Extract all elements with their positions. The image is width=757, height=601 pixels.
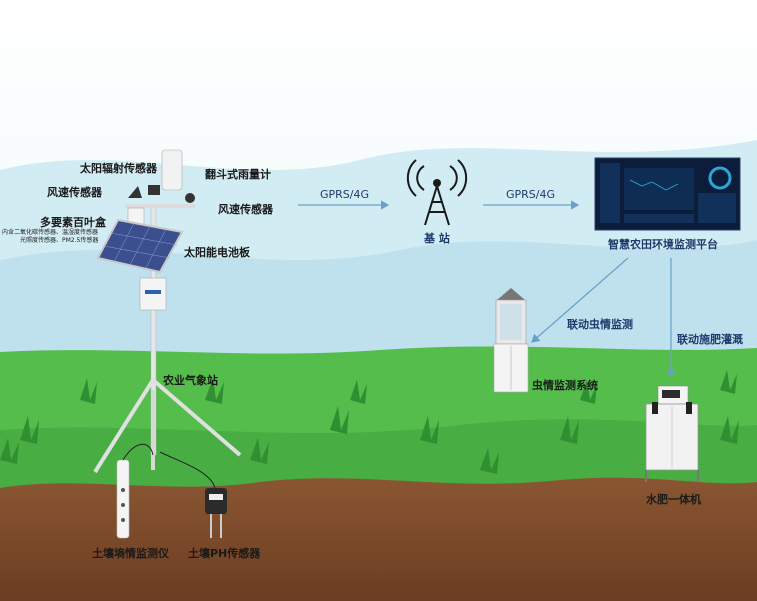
link-label-1: GPRS/4G xyxy=(320,188,370,201)
pest-monitor-graphic xyxy=(493,288,529,393)
fertigation-link-label: 联动施肥灌溉 xyxy=(677,333,743,346)
weather-station-graphic xyxy=(93,149,242,474)
rain-gauge-label: 翻斗式雨量计 xyxy=(205,168,271,181)
base-station-label: 基 站 xyxy=(424,232,450,245)
fertigation-machine-graphic xyxy=(645,385,699,482)
louver-box-note-1: 内含二氧化碳传感器、温湿度传感器 xyxy=(2,229,99,236)
wind-direction-sensor-label: 风速传感器 xyxy=(47,186,102,199)
link-label-2: GPRS/4G xyxy=(506,188,556,201)
wind-speed-sensor-label: 风速传感器 xyxy=(218,203,273,216)
soil-moisture-meter-label: 土壤墒情监测仪 xyxy=(92,547,169,560)
fertigation-machine-label: 水肥一体机 xyxy=(646,493,701,506)
soil-moisture-probe-graphic xyxy=(116,443,154,539)
louver-box-label: 多要素百叶盒 xyxy=(40,216,106,229)
near-hills xyxy=(0,240,757,360)
louver-box-note-2: 光照度传感器、PM2.5传感器 xyxy=(20,237,99,244)
soil-ph-sensor-label: 土壤PH传感器 xyxy=(188,547,261,560)
station-name-label: 农业气象站 xyxy=(163,374,218,387)
pest-link-label: 联动虫情监测 xyxy=(567,318,633,331)
solar-radiation-sensor-label: 太阳辐射传感器 xyxy=(80,162,157,175)
solar-panel-label: 太阳能电池板 xyxy=(184,246,250,259)
monitor-platform-screen xyxy=(594,157,741,231)
soil xyxy=(0,477,757,601)
soil-ph-sensor-graphic xyxy=(159,451,227,538)
pest-system-label: 虫情监测系统 xyxy=(532,379,598,392)
platform-label: 智慧农田环境监测平台 xyxy=(608,238,718,251)
arrow-platform-to-pest xyxy=(531,257,629,343)
tower-icon xyxy=(406,159,468,226)
